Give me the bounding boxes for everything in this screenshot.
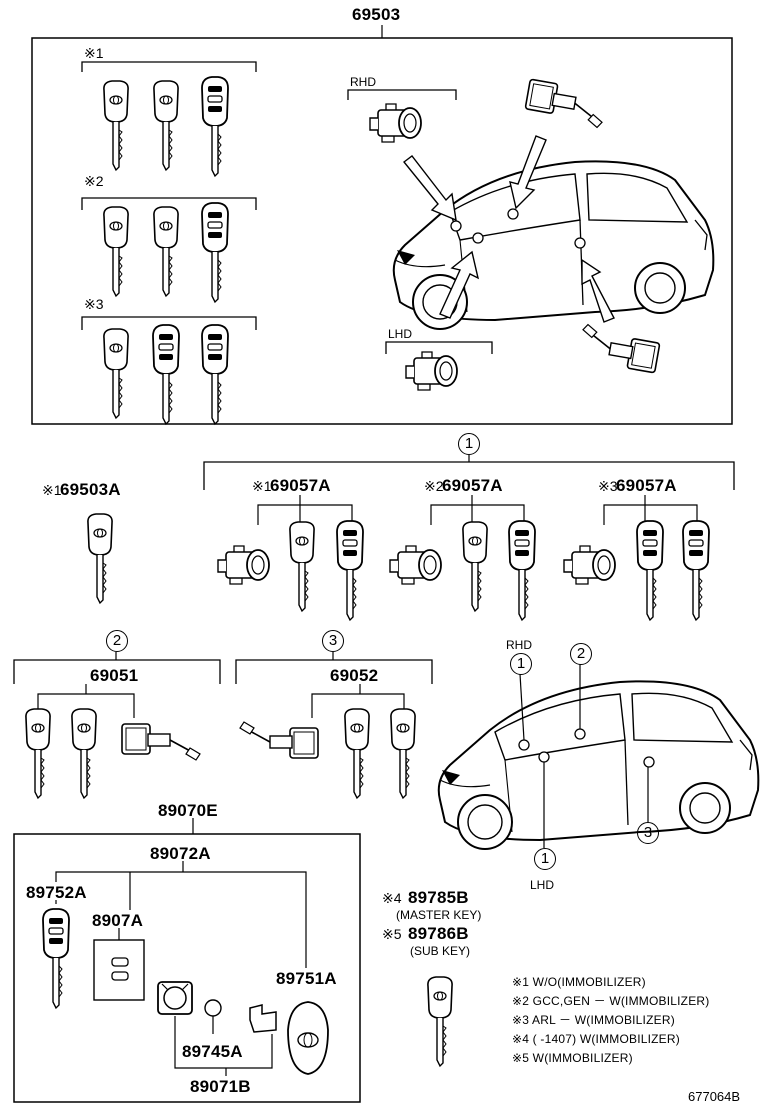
master-key-desc: (MASTER KEY) [396,908,482,922]
legend-line-4: ※4 ( -1407) W(IMMOBILIZER) [512,1032,680,1046]
car-callout-2: 2 [570,643,592,665]
legend-line-1: ※1 W/O(IMMOBILIZER) [512,975,646,989]
callout-circle-1: 1 [458,433,480,455]
lhd-label-top: LHD [388,327,413,341]
part-69057A-2[interactable]: 69057A [442,476,503,495]
part-89751A[interactable]: 89751A [276,969,337,988]
diagram-code: 677064B [688,1089,741,1104]
part-69052[interactable]: 69052 [330,666,379,685]
rhd-label-top: RHD [350,75,376,89]
variant-mark-3: ※3 [84,296,104,312]
part-8907A[interactable]: 8907A [92,911,144,930]
legend-line-5: ※5 W(IMMOBILIZER) [512,1051,633,1065]
part-89745A[interactable]: 89745A [182,1042,243,1061]
legend-line-2: ※2 GCC,GEN － W(IMMOBILIZER) [512,994,710,1008]
mark-69503A: ※1 [42,482,62,498]
part-69057A-1[interactable]: 69057A [270,476,331,495]
part-89752A[interactable]: 89752A [26,883,87,902]
part-69051[interactable]: 69051 [90,666,139,685]
part-69503A[interactable]: 69503A [60,480,121,499]
part-89071B[interactable]: 89071B [190,1077,251,1096]
part-89786B[interactable]: 89786B [408,924,469,943]
legend-line-3: ※3 ARL － W(IMMOBILIZER) [512,1013,675,1027]
mark-69057A-3: ※3 [598,478,618,494]
variant-mark-1: ※1 [84,45,104,61]
variant-mark-2: ※2 [84,173,104,189]
part-89785B[interactable]: 89785B [408,888,469,907]
rhd-label-bottom: RHD [506,638,532,652]
callout-circle-2: 2 [106,630,128,652]
callout-circle-3: 3 [322,630,344,652]
part-89070E[interactable]: 89070E [158,801,218,820]
mark-89786B: ※5 [382,926,402,942]
car-callout-1-bottom: 1 [534,848,556,870]
part-69057A-3[interactable]: 69057A [616,476,677,495]
car-callout-1-top: 1 [510,653,532,675]
mark-69057A-1: ※1 [252,478,272,494]
mark-89785B: ※4 [382,890,402,906]
sub-key-desc: (SUB KEY) [410,944,471,958]
mark-69057A-2: ※2 [424,478,444,494]
assembly-number-69503[interactable]: 69503 [352,5,401,24]
car-callout-3: 3 [637,822,659,844]
part-89072A[interactable]: 89072A [150,844,211,863]
lhd-label-bottom: LHD [530,878,555,892]
